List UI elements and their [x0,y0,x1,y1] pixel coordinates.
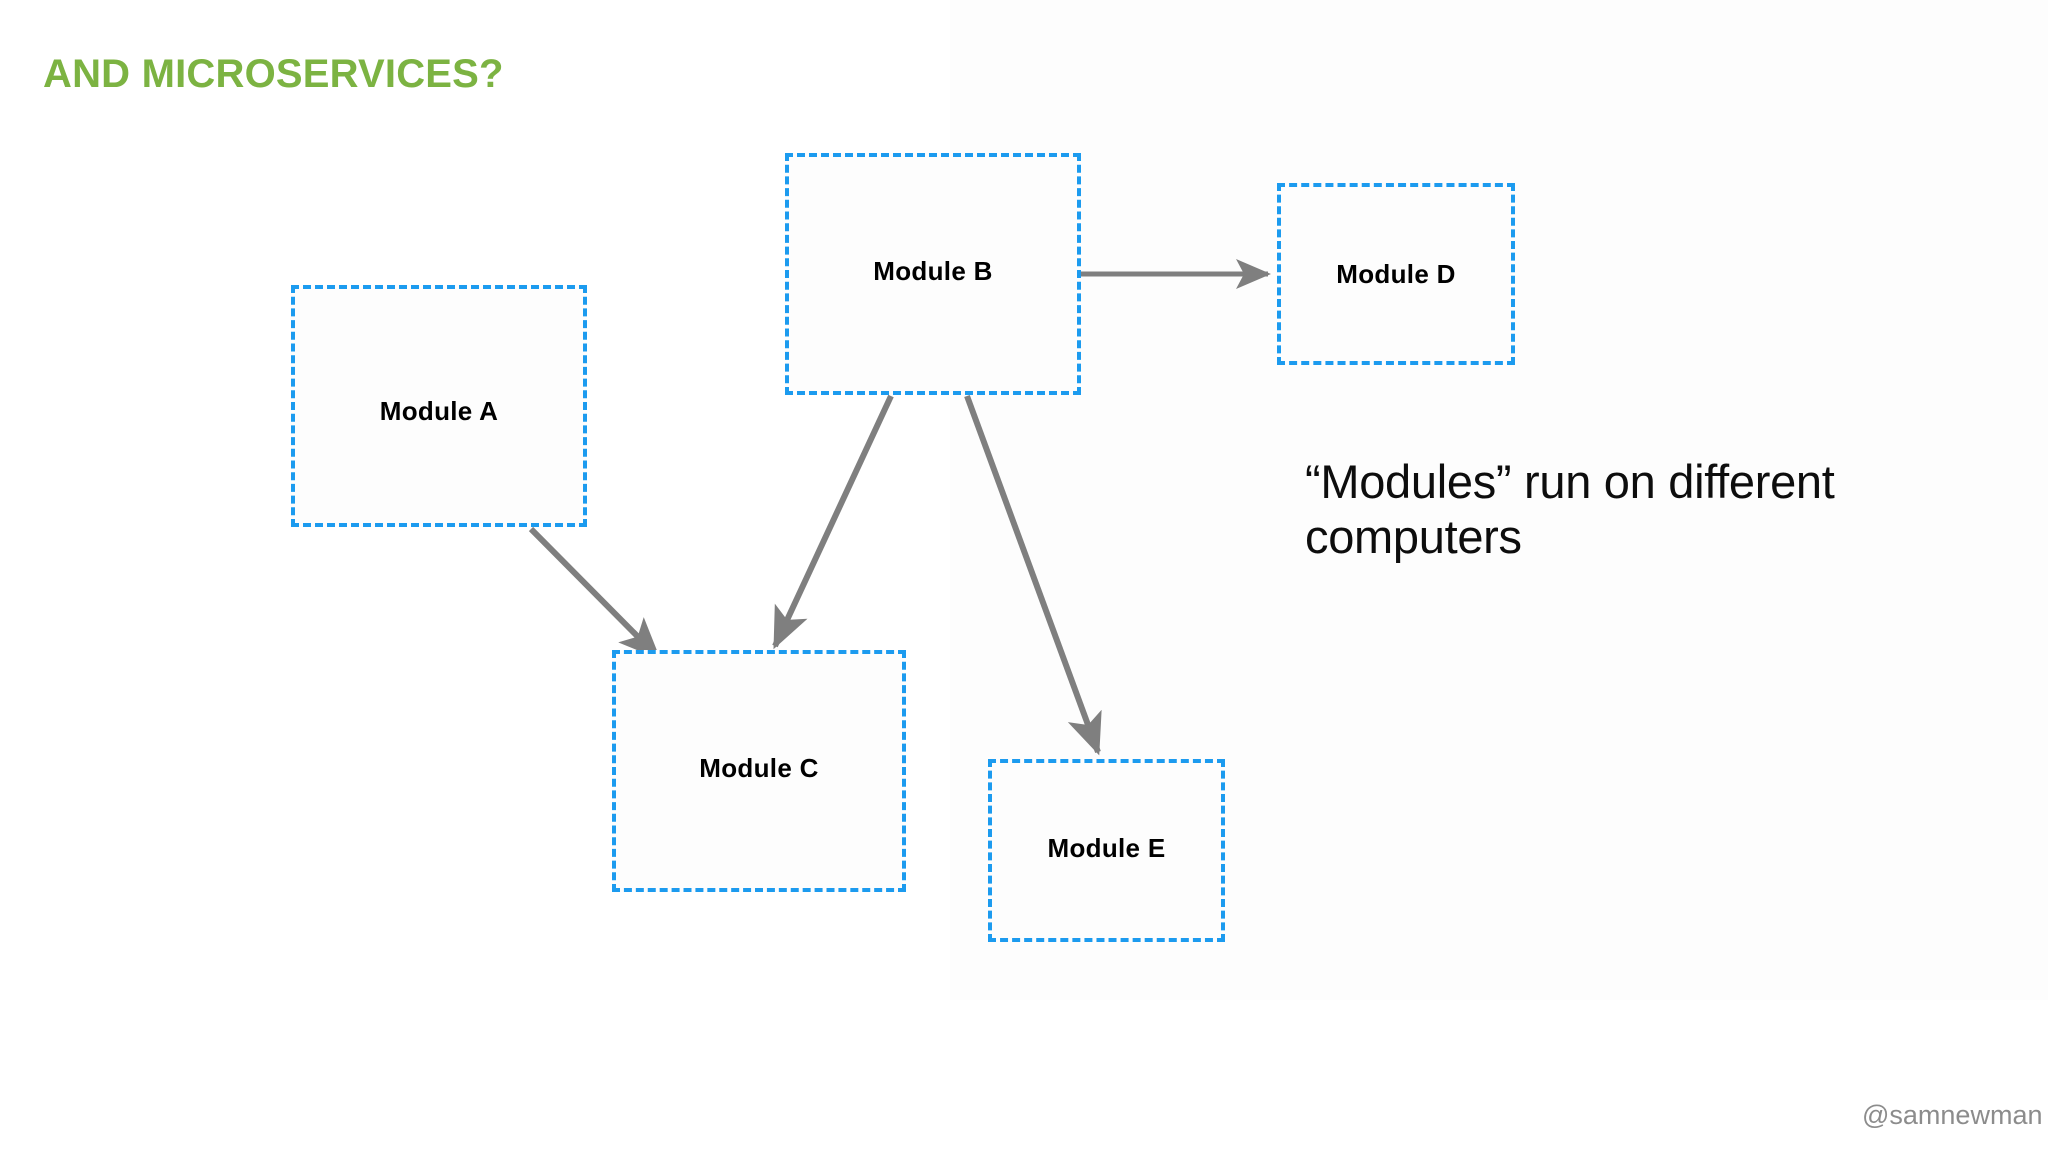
page-title: AND MICROSERVICES? [43,52,504,96]
node-module-b-label: Module B [873,255,993,286]
node-module-c[interactable]: Module C [612,650,906,892]
node-module-a[interactable]: Module A [291,285,587,527]
node-module-e[interactable]: Module E [988,759,1225,942]
node-module-e-label: Module E [1047,833,1166,863]
node-module-d[interactable]: Module D [1277,183,1515,365]
node-module-c-label: Module C [699,752,819,783]
node-module-b[interactable]: Module B [785,153,1081,395]
callout-line-1: “Modules” run on different [1305,455,1835,508]
edge-module-b-to-module-c [772,394,894,650]
node-module-a-label: Module A [379,395,499,426]
callout-text: “Modules” run on different computers [1305,455,1995,565]
callout-line-2: computers [1305,509,1522,563]
edge-module-a-to-module-c [528,526,661,660]
node-module-d-label: Module D [1336,258,1456,289]
author-watermark: @samnewman [1862,1100,2043,1130]
